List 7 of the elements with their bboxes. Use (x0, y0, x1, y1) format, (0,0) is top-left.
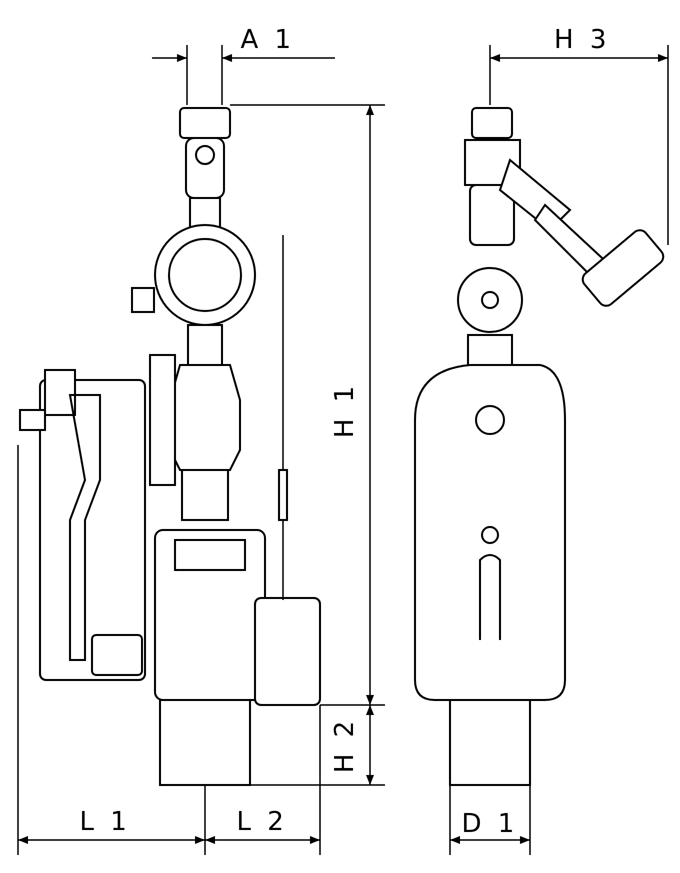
dimension-label: L 2 (236, 809, 288, 835)
dimension-label: H 3 (554, 27, 610, 53)
dimension-label: H 2 (332, 716, 358, 774)
dimension-label: A 1 (240, 27, 296, 53)
dimension-label: D 1 (462, 811, 518, 837)
dimension-label: H 1 (332, 382, 358, 438)
dimension-label: L 1 (80, 809, 131, 835)
